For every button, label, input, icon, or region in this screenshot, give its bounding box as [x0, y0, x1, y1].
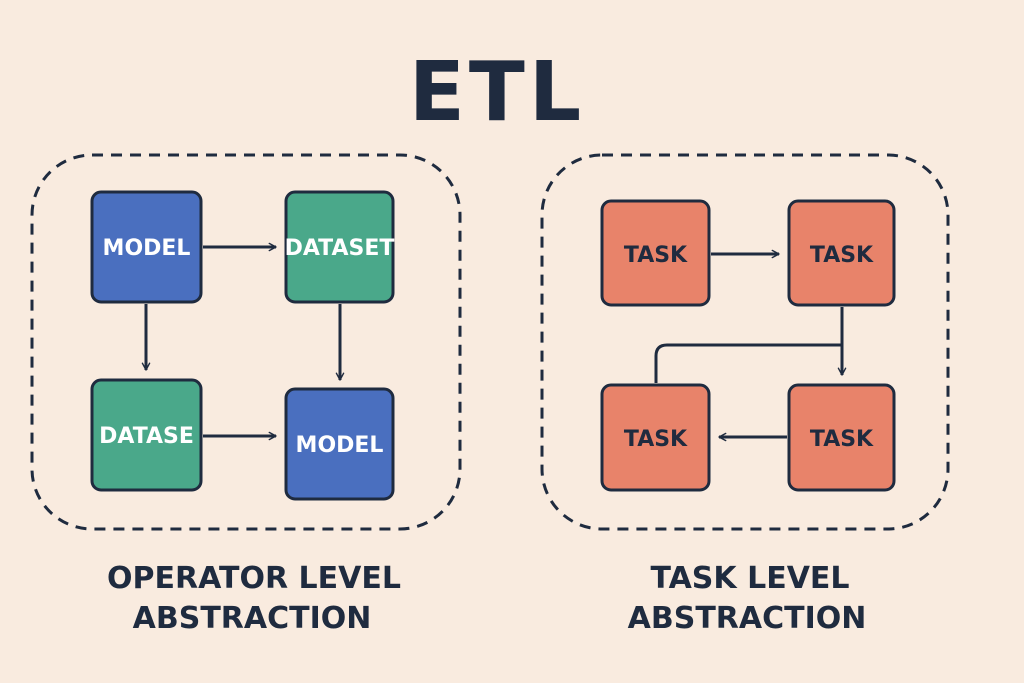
operator-caption-line2: ABSTRACTION [133, 601, 372, 636]
operator-node-label: MODEL [103, 236, 191, 261]
task-node-2[interactable]: TASK [787, 199, 896, 307]
operator-panel-border [30, 153, 462, 531]
task-node-label: TASK [810, 243, 874, 268]
task-caption-line1: TASK LEVEL [650, 561, 849, 596]
operator-node-model-1[interactable]: MODEL [90, 190, 203, 304]
diagram-title: ETL [409, 45, 585, 140]
task-panel-border [540, 153, 950, 531]
operator-caption-line1: OPERATOR LEVEL [107, 561, 401, 596]
operator-node-label: MODEL [296, 433, 384, 458]
task-node-1[interactable]: TASK [600, 199, 711, 307]
task-panel: TASK TASK TASK TASK TASK LEVEL ABSTRACTI… [540, 153, 950, 636]
task-node-4[interactable]: TASK [787, 383, 896, 492]
operator-node-dataset-2[interactable]: DATASE [90, 378, 203, 492]
task-node-label: TASK [624, 427, 688, 452]
operator-node-label: DATASET [285, 236, 395, 261]
operator-node-dataset-1[interactable]: DATASET [284, 190, 395, 304]
task-caption-line2: ABSTRACTION [628, 601, 867, 636]
operator-panel: MODEL DATASET DATASE MODEL OPERATOR LEVE… [30, 153, 462, 636]
operator-node-label: DATASE [99, 424, 194, 449]
task-node-label: TASK [810, 427, 874, 452]
connector-task2-to-task3 [654, 343, 842, 383]
task-node-label: TASK [624, 243, 688, 268]
operator-node-model-2[interactable]: MODEL [284, 387, 395, 501]
task-node-3[interactable]: TASK [600, 383, 711, 492]
